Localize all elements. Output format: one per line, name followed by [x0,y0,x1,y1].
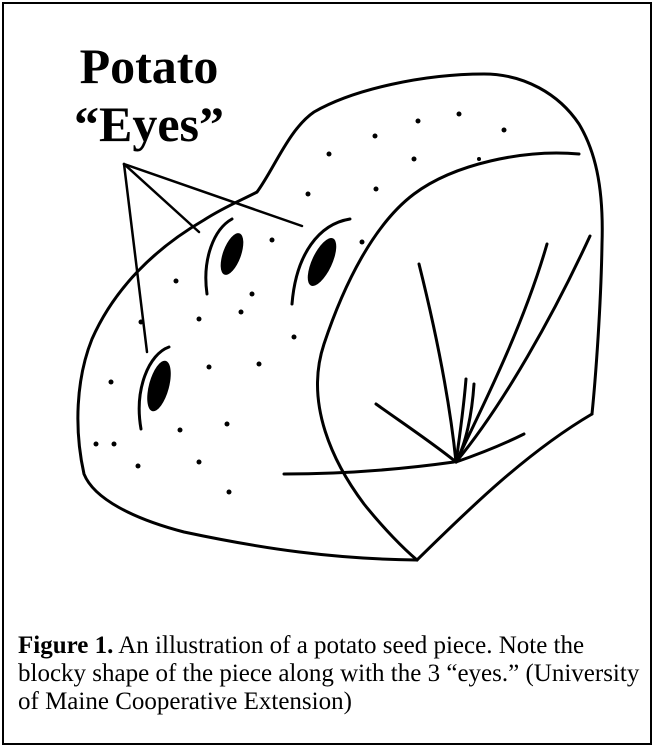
cut-face-edge [318,153,579,560]
potato-top-edge [257,74,602,414]
fiber-line [376,404,456,462]
pointer-line [124,164,147,352]
eye [216,230,248,278]
caption-lead: Figure 1. [18,632,113,659]
pointer-line [124,164,199,232]
fiber-line [419,264,456,462]
pointer-line [124,164,302,226]
potato-illustration [4,4,654,584]
cut-face-bottom [417,414,592,560]
fiber-line [456,244,547,462]
figure-caption: Figure 1. An illustration of a potato se… [18,632,643,716]
eye [302,234,342,290]
base-line [284,462,454,474]
